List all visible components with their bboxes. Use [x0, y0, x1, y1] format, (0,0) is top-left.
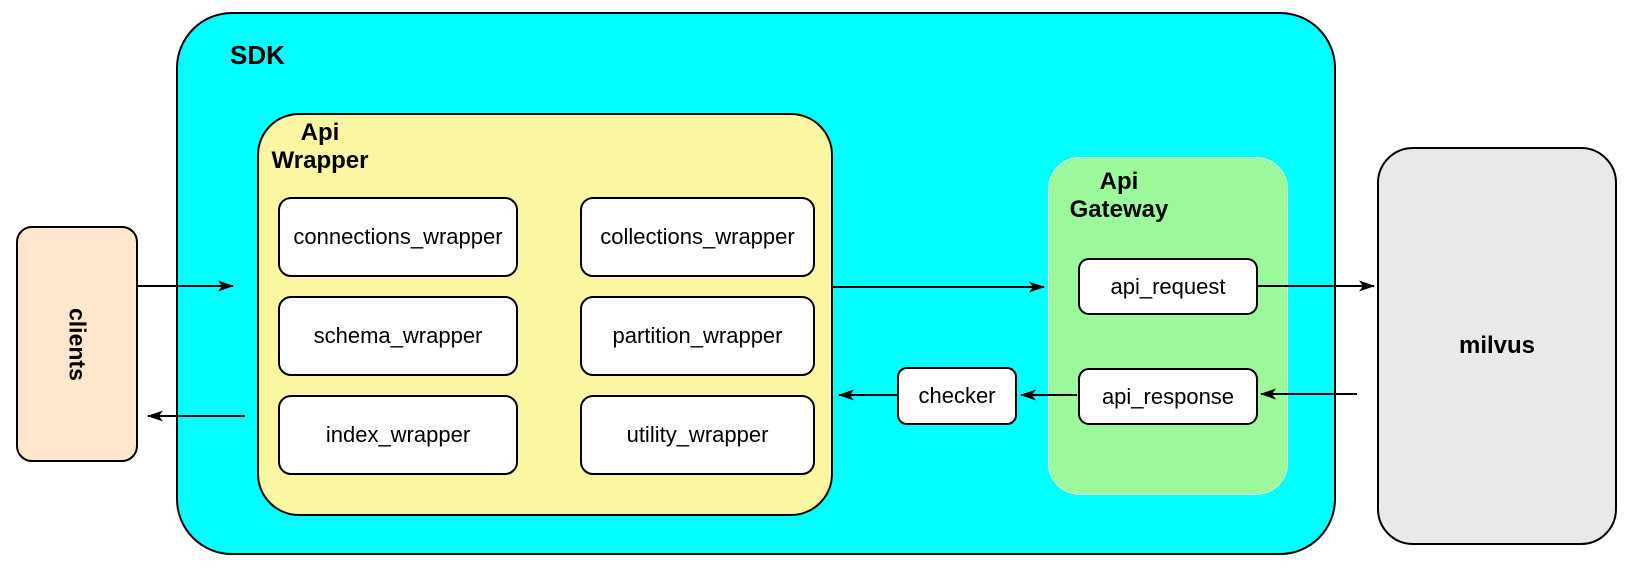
- node-utility-wrapper: utility_wrapper: [580, 395, 815, 475]
- index-wrapper-label: index_wrapper: [325, 422, 471, 447]
- node-schema-wrapper: schema_wrapper: [278, 296, 518, 376]
- utility-wrapper-label: utility_wrapper: [626, 422, 769, 447]
- collections-wrapper-label: collections_wrapper: [600, 224, 795, 249]
- group-api-gateway: Api Gateway api_request api_response: [1048, 157, 1288, 495]
- api-gateway-label-line1: Api: [1099, 168, 1139, 195]
- api-gateway-label: Api Gateway: [1069, 168, 1169, 223]
- schema-wrapper-label: schema_wrapper: [313, 323, 483, 348]
- node-collections-wrapper: collections_wrapper: [580, 197, 815, 277]
- partition-wrapper-label: partition_wrapper: [612, 323, 783, 348]
- node-api-response: api_response: [1078, 368, 1258, 425]
- connections-wrapper-label: connections_wrapper: [293, 224, 503, 249]
- node-partition-wrapper: partition_wrapper: [580, 296, 815, 376]
- clients-label: clients: [64, 307, 91, 381]
- milvus-label: milvus: [1458, 332, 1536, 359]
- checker-label: checker: [918, 383, 996, 408]
- api-wrapper-label-line1: Api: [300, 119, 340, 146]
- api-request-label: api_request: [1110, 273, 1226, 299]
- node-index-wrapper: index_wrapper: [278, 395, 518, 475]
- api-wrapper-label-line2: Wrapper: [271, 146, 369, 174]
- node-api-request: api_request: [1078, 258, 1258, 315]
- node-checker: checker: [897, 367, 1017, 425]
- group-api-wrapper: Api Wrapper connections_wrapper collecti…: [257, 113, 833, 516]
- api-response-label: api_response: [1101, 383, 1235, 409]
- node-milvus: milvus: [1377, 147, 1617, 545]
- sdk-label: SDK: [230, 40, 285, 70]
- node-clients: clients: [16, 226, 138, 462]
- api-gateway-label-line2: Gateway: [1069, 195, 1169, 223]
- api-wrapper-label: Api Wrapper: [261, 119, 379, 174]
- node-connections-wrapper: connections_wrapper: [278, 197, 518, 277]
